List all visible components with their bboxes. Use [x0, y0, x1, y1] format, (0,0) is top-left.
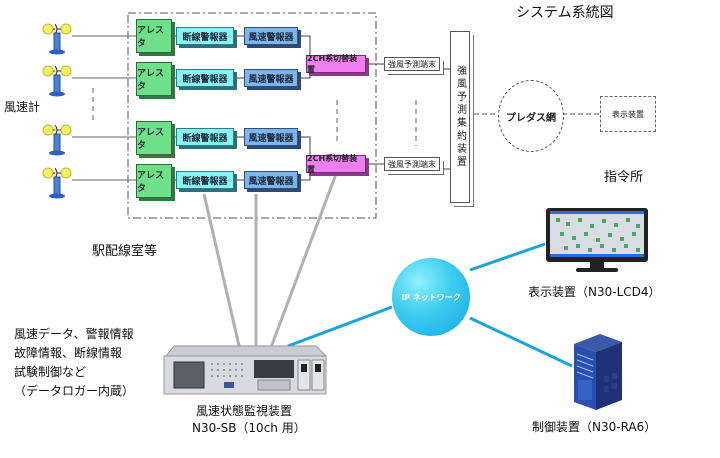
- page-title: システム系統図: [516, 5, 614, 21]
- control-device-label: 制御装置（N30-RA6）: [532, 420, 657, 434]
- note-line: 故障情報、断線情報: [14, 346, 123, 360]
- wind-alarm-box: 風速警報器: [244, 69, 298, 87]
- wind-alarm-box: 風速警報器: [244, 27, 298, 45]
- anemometer-icon: [42, 167, 72, 199]
- cable-switcher-monitor: [268, 173, 338, 351]
- anemometer-icon: [42, 23, 72, 55]
- forecast-terminal-box: 強風予測端末: [384, 157, 440, 171]
- arrester-box: アレスタ: [136, 121, 172, 155]
- ip-network: IP ネットワーク: [392, 258, 470, 336]
- note-line: 試験制御など: [14, 365, 87, 379]
- anemometer-icon: [42, 65, 72, 97]
- wind-alarm-box: 風速警報器: [244, 128, 298, 146]
- data-notes: 風速データ、警報情報 故障情報、断線情報 試験制御など （データロガー内蔵）: [14, 325, 134, 401]
- note-line: （データロガー内蔵）: [14, 384, 135, 398]
- forecast-terminal-box: 強風予測端末: [384, 57, 440, 71]
- switcher-box: 2CH系切替装置: [306, 154, 366, 174]
- remote-display-box: 表示装置: [600, 96, 656, 132]
- note-line: 風速データ、警報情報: [14, 327, 134, 341]
- arrester-box: アレスタ: [136, 164, 172, 198]
- breaker-alarm-box: 断線警報器: [176, 128, 234, 146]
- command-center-label: 指令所: [604, 170, 644, 185]
- breaker-alarm-box: 断線警報器: [176, 171, 234, 189]
- switcher-box: 2CH系切替装置: [306, 54, 366, 74]
- display-monitor-icon: [546, 208, 648, 272]
- station-room-label: 駅配線室等: [92, 244, 158, 259]
- breaker-alarm-box: 断線警報器: [176, 69, 234, 87]
- anemometer-label: 風速計: [4, 100, 41, 114]
- wind-alarm-box: 風速警報器: [244, 171, 298, 189]
- breaker-alarm-box: 断線警報器: [176, 27, 234, 45]
- ip-link-control: [469, 316, 573, 368]
- display-device-label: 表示装置（N30-LCD4）: [528, 285, 661, 299]
- anemometer-icon: [42, 124, 72, 156]
- monitor-device-model: N30-SB（10ch 用）: [192, 421, 306, 435]
- arrester-box: アレスタ: [136, 62, 172, 96]
- station-room-boundary: [127, 12, 377, 219]
- pledas-network: プレダス網: [498, 80, 564, 152]
- arrester-box: アレスタ: [136, 19, 172, 53]
- ip-link-display: [469, 242, 546, 272]
- server-rack-icon: [574, 334, 622, 410]
- forecast-aggregator-box: 強風予測集約装置: [450, 31, 470, 203]
- cable-breaker-monitor: [202, 193, 242, 351]
- monitor-device-name: 風速状態監視装置: [196, 404, 293, 418]
- monitor-device-icon: [163, 345, 328, 395]
- ip-link-monitor: [287, 305, 393, 348]
